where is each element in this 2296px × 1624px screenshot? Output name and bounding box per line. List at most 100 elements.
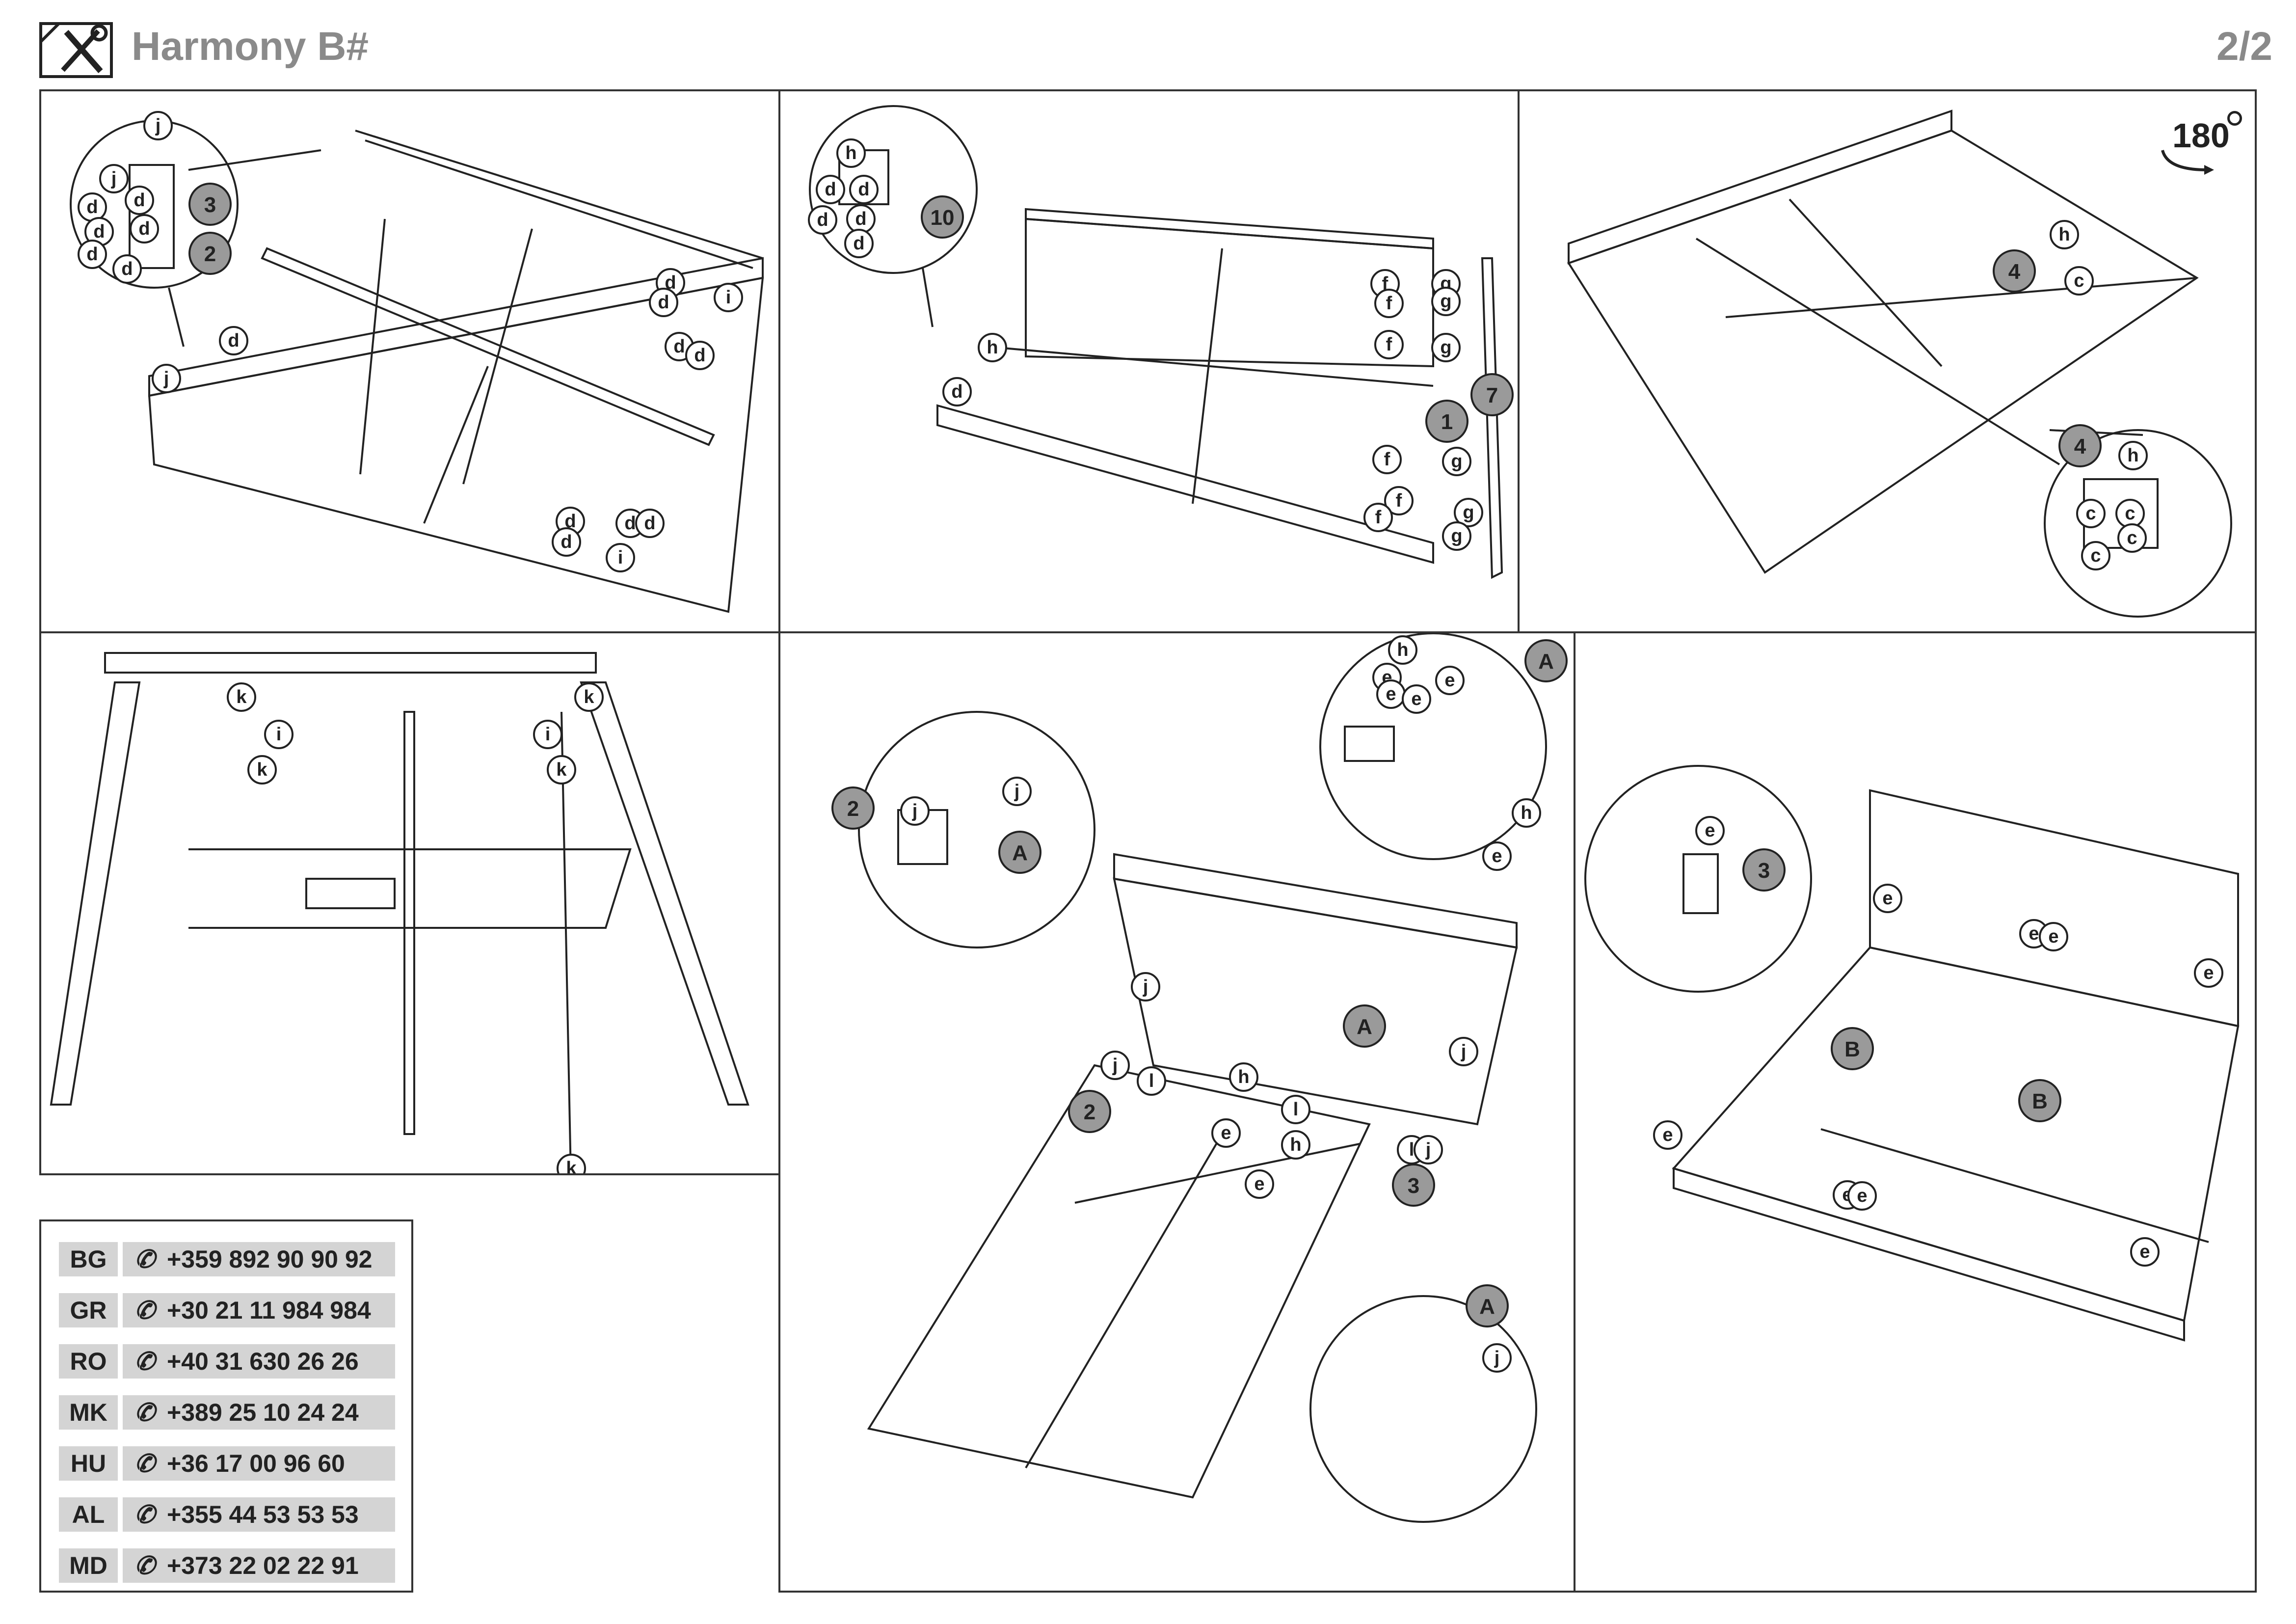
part-callout: d (685, 341, 715, 370)
callout-label: e (1705, 820, 1715, 841)
callout-label: e (2029, 923, 2039, 944)
callout-label: e (1444, 670, 1455, 691)
step-badge: A (1524, 639, 1568, 682)
callout-label: c (2085, 503, 2096, 524)
phone-icon: ✆ (134, 1297, 155, 1324)
country-code: RO (59, 1344, 118, 1379)
callout-label: h (2127, 445, 2138, 466)
callout-label: 3 (1758, 859, 1770, 883)
callout-label: f (1386, 334, 1392, 355)
callout-label: 3 (1408, 1174, 1419, 1198)
callout-label: g (1451, 526, 1462, 546)
part-callout: f (1374, 289, 1404, 318)
phone-icon: ✆ (134, 1348, 155, 1375)
step-badge: 7 (1470, 373, 1514, 416)
contact-phone[interactable]: ✆+355 44 53 53 53 (123, 1497, 395, 1532)
step-panel-5: 2jjAheeeeAhejjl2Ahelhejlj3Ajj3 (778, 631, 1575, 1593)
step-badge: A (1466, 1284, 1509, 1327)
part-callout: g (1431, 287, 1461, 316)
part-callout: d (635, 509, 665, 538)
step-badge: 1 (1425, 400, 1468, 443)
callout-label: d (858, 179, 869, 200)
callout-label: 1 (1441, 410, 1453, 434)
part-callout: g (1442, 521, 1471, 551)
callout-label: e (1662, 1125, 1673, 1145)
step-badge: 2 (831, 786, 875, 830)
step-badge: 4 (2058, 424, 2102, 467)
country-code: MK (59, 1395, 118, 1430)
headboard-attachment-drawing (858, 633, 1547, 1523)
phone-icon: ✆ (134, 1450, 155, 1477)
part-callout: f (1374, 330, 1404, 359)
part-callout: d (78, 192, 107, 222)
callout-label: B (1844, 1037, 1860, 1061)
step-badge: 3 (1392, 1164, 1435, 1207)
callout-label: f (1375, 507, 1382, 528)
callout-label: c (2125, 503, 2135, 524)
callout-label: g (1451, 451, 1462, 472)
callout-label: h (1397, 640, 1408, 660)
part-callout: j (143, 111, 173, 140)
part-callout: f (1372, 445, 1402, 474)
callout-label: g (1440, 291, 1451, 312)
callout-label: e (1386, 684, 1396, 704)
callout-label: d (673, 336, 685, 357)
part-callout: d (125, 186, 154, 215)
callout-label: j (1425, 1139, 1431, 1160)
callout-label: k (584, 687, 594, 707)
callout-label: B (2032, 1089, 2048, 1113)
callout-label: d (564, 511, 576, 532)
part-callout: e (1435, 666, 1465, 695)
callout-label: k (257, 759, 267, 780)
callout-label: 10 (931, 206, 955, 230)
country-code: AL (59, 1497, 118, 1532)
step-badge: 3 (188, 183, 232, 226)
callout-label: d (133, 190, 145, 211)
part-callout: d (552, 527, 581, 557)
part-callout: f (1384, 486, 1414, 515)
step-panel-4: kikkikkik (39, 631, 780, 1175)
callout-label: e (2139, 1242, 2150, 1262)
part-callout: e (1402, 684, 1431, 714)
callout-label: k (236, 687, 247, 707)
contact-phone[interactable]: ✆+389 25 10 24 24 (123, 1395, 395, 1430)
callout-label: d (561, 532, 572, 552)
contact-phone[interactable]: ✆+36 17 00 96 60 (123, 1446, 395, 1481)
rotation-label: 180 (2172, 116, 2230, 155)
callout-label: 2 (847, 797, 859, 821)
contact-phone[interactable]: ✆+373 22 02 22 91 (123, 1548, 395, 1583)
callout-label: g (1463, 502, 1474, 523)
assembled-bed-drawing (1584, 765, 2240, 1342)
part-callout: j (1100, 1051, 1130, 1080)
callout-label: 2 (204, 242, 216, 266)
callout-label: e (1857, 1186, 1867, 1206)
phone-icon: ✆ (134, 1245, 155, 1273)
callout-label: k (566, 1158, 577, 1175)
callout-label: f (1384, 449, 1390, 470)
part-callout: c (2081, 541, 2110, 570)
country-code: HU (59, 1446, 118, 1481)
contact-phone[interactable]: ✆+40 31 630 26 26 (123, 1344, 395, 1379)
callout-label: d (853, 233, 864, 254)
part-callout: h (1281, 1130, 1310, 1160)
callout-label: d (86, 244, 98, 265)
callout-label: d (817, 210, 828, 230)
part-callout: d (846, 204, 876, 234)
part-callout: i (606, 543, 635, 572)
callout-label: d (93, 221, 105, 242)
part-callout: d (649, 288, 678, 317)
callout-label: j (1014, 781, 1020, 802)
country-code: BG (59, 1242, 118, 1276)
bed-frame-legs-drawing (50, 652, 749, 1173)
part-callout: e (2039, 922, 2068, 951)
part-callout: h (1229, 1062, 1258, 1092)
contact-phone[interactable]: ✆+359 892 90 90 92 (123, 1242, 395, 1276)
part-callout: d (78, 240, 107, 269)
contact-phone[interactable]: ✆+30 21 11 984 984 (123, 1293, 395, 1327)
callout-label: f (1386, 293, 1392, 314)
part-callout: h (2118, 441, 2148, 470)
